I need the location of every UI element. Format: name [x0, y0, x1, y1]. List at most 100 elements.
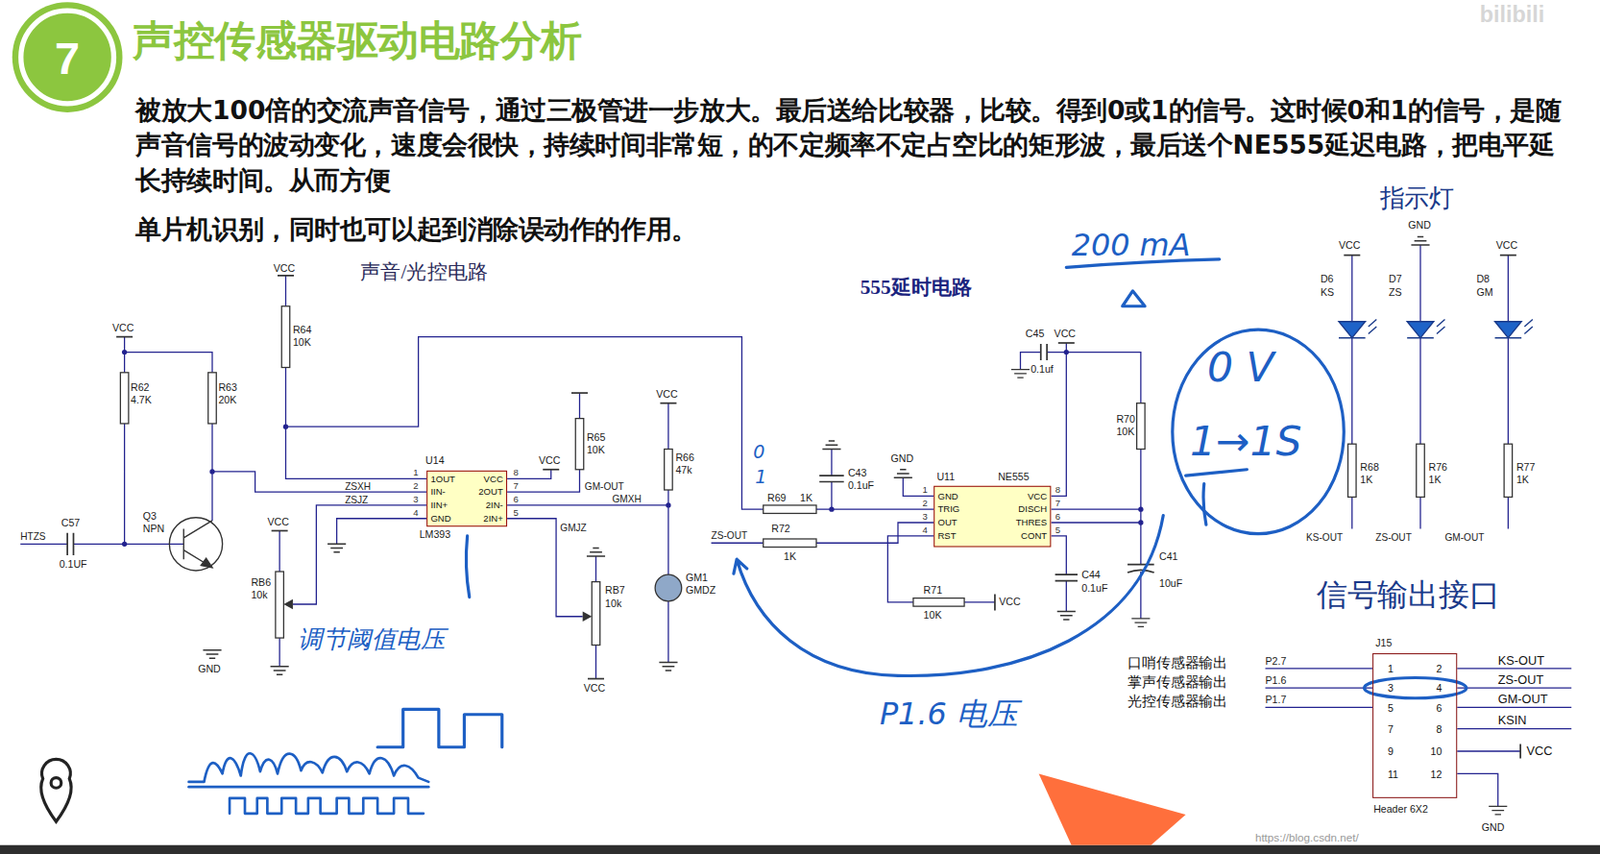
pin-number: 10 [1430, 746, 1442, 759]
component-label: R63 [218, 381, 238, 394]
resistor-symbol [1348, 443, 1358, 497]
section-heading: 信号输出接口 [1316, 576, 1501, 613]
handwritten-annotation [189, 259, 1467, 814]
component-label: 0.1uF [1081, 582, 1108, 596]
timer-chip: U11NE555GNDTRIGOUTRSTVCCDISCHTHRESCONT [933, 485, 1051, 548]
net-label: GM-OUT [584, 480, 625, 492]
pin-number: 8 [512, 467, 518, 479]
bottom-bar [0, 845, 1600, 854]
component-label: C44 [1081, 569, 1101, 582]
component-label: 1K [1429, 473, 1442, 486]
potentiometer-wiper [283, 599, 293, 610]
pin-name: RST [937, 531, 956, 543]
pin-number: 8 [1435, 723, 1442, 736]
page-title: 声控传感器驱动电路分析 [132, 16, 582, 66]
component-label: 10K [923, 608, 943, 622]
pin-number: 2 [922, 498, 928, 510]
handwritten-note: 0 V [1207, 342, 1275, 392]
pin-number: 1 [1387, 663, 1394, 677]
pin-name: DISCH [1018, 504, 1047, 516]
component-label: VCC [266, 516, 289, 530]
component-label: Q3 [143, 509, 157, 523]
pin-number: 2 [1435, 663, 1442, 677]
handwritten-note: P1.6 电压 [879, 696, 1019, 733]
component-label: D7 [1388, 273, 1403, 287]
handwritten-annotation [1364, 678, 1467, 699]
component-label: R64 [292, 324, 313, 338]
net-label: HTZS [20, 531, 46, 543]
pin-number: 1 [412, 467, 418, 479]
net-label: GMJZ [559, 521, 586, 534]
pin-number: 7 [1055, 498, 1061, 510]
component-label: D6 [1320, 273, 1334, 287]
annotation-circle [1186, 469, 1248, 525]
power-symbol [271, 530, 289, 532]
resistor-symbol [763, 505, 817, 514]
power-symbol [587, 678, 605, 679]
ground-symbol [822, 440, 841, 450]
section-heading: 声音/光控电路 [360, 259, 488, 285]
potentiometer-wiper [283, 599, 592, 622]
wire [20, 244, 1572, 806]
part-designator: U11 [936, 471, 955, 485]
port-description: 掌声传感器输出 [1127, 673, 1228, 691]
ground-symbol [1488, 805, 1507, 815]
pin-number: 2 [412, 480, 418, 491]
ground-symbol [1410, 237, 1430, 246]
power-symbol [1500, 254, 1517, 256]
power-symbol [659, 402, 677, 404]
component-label: 1K [800, 491, 813, 505]
pin-name: 1OUT [430, 473, 456, 485]
ground-symbol [1131, 618, 1150, 628]
component-label: R71 [923, 584, 944, 598]
resistor-symbol [1416, 443, 1426, 497]
component-label: VCC [583, 682, 606, 696]
handwritten-annotation [189, 752, 430, 782]
annotation-circle: 0 V1→1S [1161, 324, 1356, 539]
resistor-symbol [664, 449, 674, 491]
net-label: GM-OUT [1498, 691, 1549, 706]
component-label: GND [891, 453, 915, 466]
pin-number: 6 [512, 493, 518, 505]
pin-number: 4 [1435, 682, 1442, 696]
wire [20, 244, 1572, 806]
component-label: R69 [767, 491, 787, 505]
component-label: P1.6 [1265, 674, 1287, 687]
capacitor-symbol [67, 343, 1155, 582]
component-label: R65 [586, 431, 607, 444]
pin-name: CONT [1020, 531, 1047, 543]
capacitor-symbol [67, 343, 1155, 582]
resistor-symbol [275, 571, 285, 638]
handwritten-annotation [377, 708, 503, 747]
ground-symbol [270, 666, 290, 676]
ground-symbol [1057, 610, 1076, 620]
part-designator: Header 6X2 [1373, 802, 1429, 816]
component-label: R66 [675, 452, 695, 465]
net-label: GM-OUT [1445, 532, 1485, 544]
power-symbol [116, 336, 133, 338]
ground-symbol [894, 469, 913, 479]
pin-name: THRES [1016, 517, 1047, 530]
component-label: R76 [1429, 460, 1449, 474]
pin-name: 2IN- [485, 500, 504, 512]
resistor-symbol [591, 581, 601, 646]
net-label: KS-OUT [1498, 653, 1545, 668]
annotation-circle [1172, 329, 1345, 534]
wire [121, 541, 127, 547]
port-description: 光控传感器输出 [1127, 692, 1228, 710]
component-label: RB6 [250, 576, 271, 589]
component-label: R62 [130, 381, 150, 394]
pin-number: 6 [1435, 702, 1442, 715]
component-label: 0.1uf [1030, 363, 1054, 376]
component-label: RB7 [605, 584, 626, 598]
handwritten-note: 0 [752, 440, 765, 463]
pin-name: OUT [937, 517, 957, 530]
component-label: 10K [1115, 425, 1135, 438]
component-label: VCC [998, 596, 1020, 609]
photoresistor-symbol [654, 574, 682, 602]
handwritten-note: 调节阈值电压 [297, 624, 445, 655]
wire [1064, 349, 1069, 355]
wire [1138, 519, 1143, 525]
